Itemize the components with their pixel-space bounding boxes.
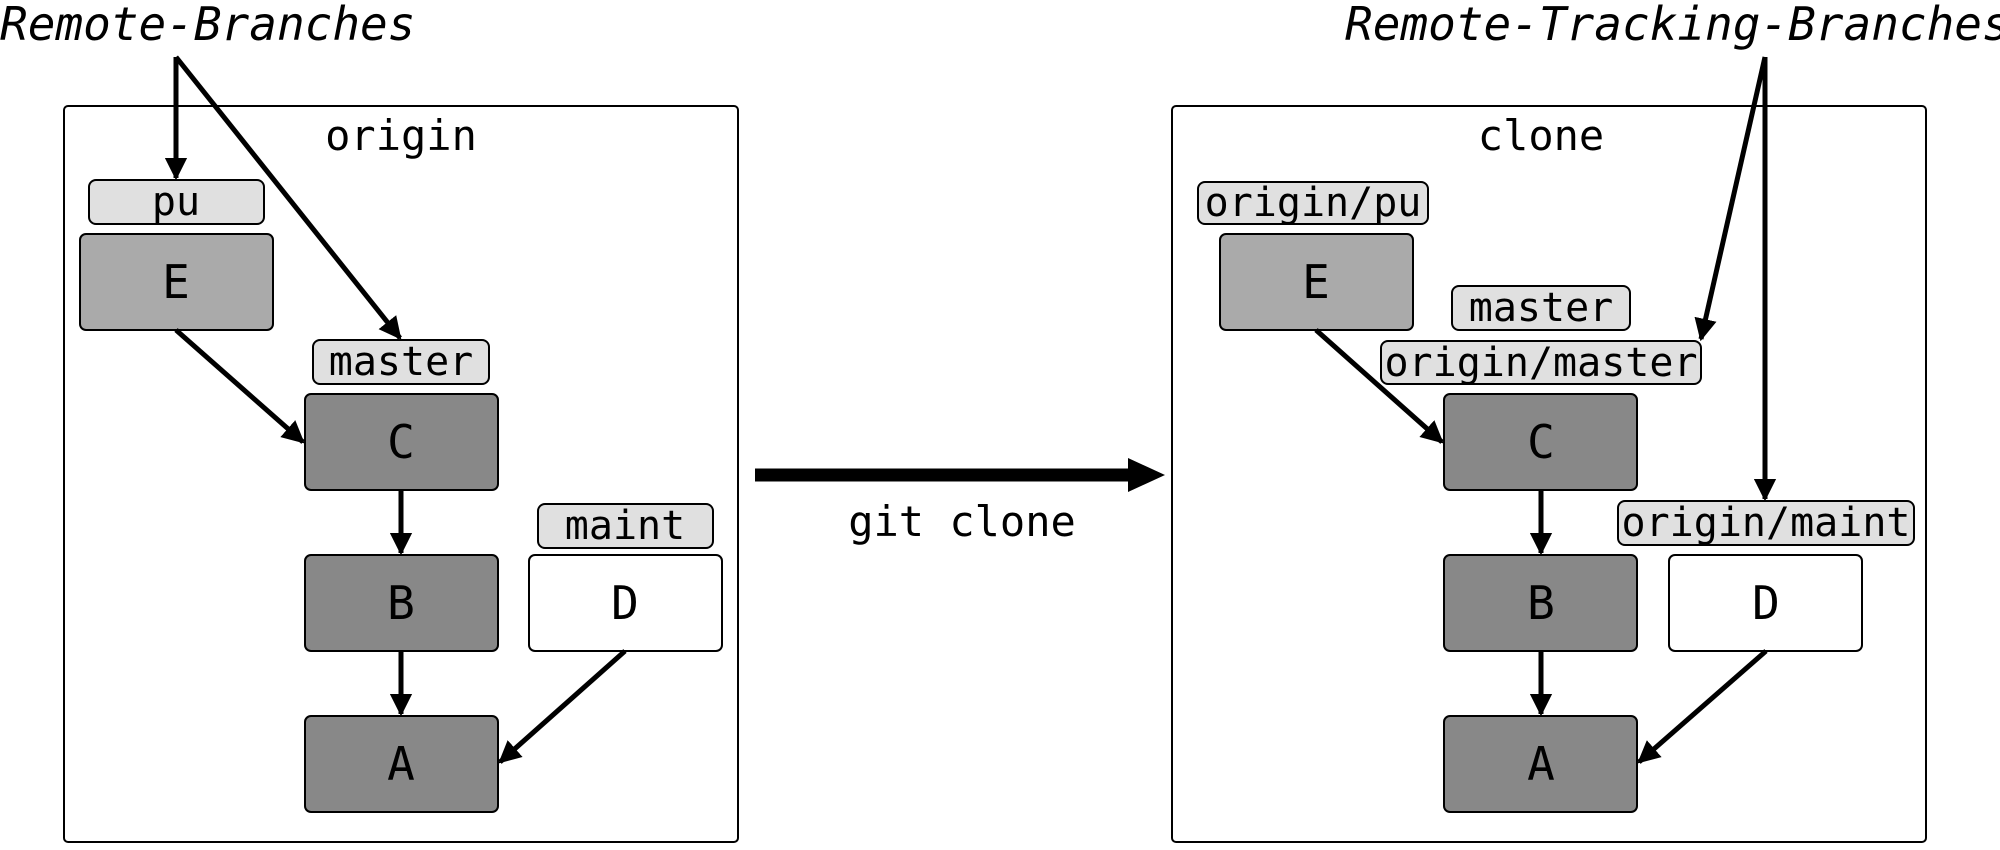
git-clone-operation: git clone bbox=[755, 458, 1165, 546]
pointer-to-master bbox=[174, 55, 402, 340]
origin-panel-title: origin bbox=[325, 111, 477, 160]
edge-e-to-c bbox=[1314, 328, 1444, 444]
clone-ref-origin-maint: origin/maint bbox=[1617, 500, 1915, 546]
ref-tag-label: origin/master bbox=[1384, 340, 1697, 386]
commit-label: A bbox=[1527, 737, 1555, 791]
ref-tag-box bbox=[1380, 340, 1702, 385]
ref-tag-box bbox=[312, 339, 490, 385]
origin-commit-c: C bbox=[304, 393, 499, 491]
origin-commit-a: A bbox=[304, 715, 499, 813]
pointer-to-origin-master bbox=[1694, 56, 1768, 342]
edge-d-to-a bbox=[1637, 649, 1768, 764]
clone-arrow-head bbox=[1128, 458, 1165, 492]
clone-ref-origin-pu: origin/pu bbox=[1197, 180, 1429, 226]
caption-remote-tracking-branches: Remote-Tracking-Branches bbox=[1345, 0, 2000, 51]
clone-operation-label: git clone bbox=[848, 497, 1076, 546]
clone-panel-title: clone bbox=[1478, 111, 1604, 160]
origin-ref-maint: maint bbox=[537, 503, 714, 549]
commit-label: E bbox=[162, 255, 190, 309]
origin-panel: origin pu master maint E C B A bbox=[63, 105, 739, 843]
ref-tag-label: master bbox=[329, 339, 474, 385]
commit-label: C bbox=[387, 415, 415, 469]
ref-tag-label: origin/maint bbox=[1622, 500, 1911, 546]
origin-commit-b: B bbox=[304, 554, 499, 652]
ref-tag-label: pu bbox=[152, 179, 200, 225]
origin-ref-master: master bbox=[312, 339, 490, 385]
clone-ref-origin-master: origin/master bbox=[1380, 340, 1702, 386]
commit-box bbox=[528, 554, 723, 652]
clone-commit-c: C bbox=[1443, 393, 1638, 491]
clone-ref-master: master bbox=[1451, 285, 1631, 331]
origin-ref-pu: pu bbox=[88, 179, 265, 225]
origin-commit-e: E bbox=[79, 233, 274, 331]
edge-d-to-a bbox=[498, 649, 627, 764]
commit-label: D bbox=[1752, 576, 1780, 630]
ref-tag-label: origin/pu bbox=[1205, 180, 1422, 226]
commit-label: E bbox=[1302, 255, 1330, 309]
commit-label: C bbox=[1527, 415, 1555, 469]
commit-label: B bbox=[387, 576, 415, 630]
ref-tag-label: maint bbox=[565, 503, 685, 549]
clone-panel: clone origin/pu master origin/master ori… bbox=[1171, 105, 1927, 843]
ref-tag-box bbox=[537, 503, 714, 549]
ref-tag-box bbox=[1451, 285, 1631, 331]
commit-label: B bbox=[1527, 576, 1555, 630]
ref-tag-label: master bbox=[1469, 285, 1614, 331]
edge-e-to-c bbox=[174, 328, 305, 444]
clone-commit-b: B bbox=[1443, 554, 1638, 652]
commit-label: D bbox=[611, 576, 639, 630]
caption-remote-branches: Remote-Branches bbox=[0, 0, 415, 51]
clone-commit-d: D bbox=[1668, 554, 1863, 652]
origin-commit-d: D bbox=[528, 554, 723, 652]
commit-label: A bbox=[387, 737, 415, 791]
clone-commit-e: E bbox=[1219, 233, 1414, 331]
clone-commit-a: A bbox=[1443, 715, 1638, 813]
ref-tag-box bbox=[1197, 181, 1429, 225]
